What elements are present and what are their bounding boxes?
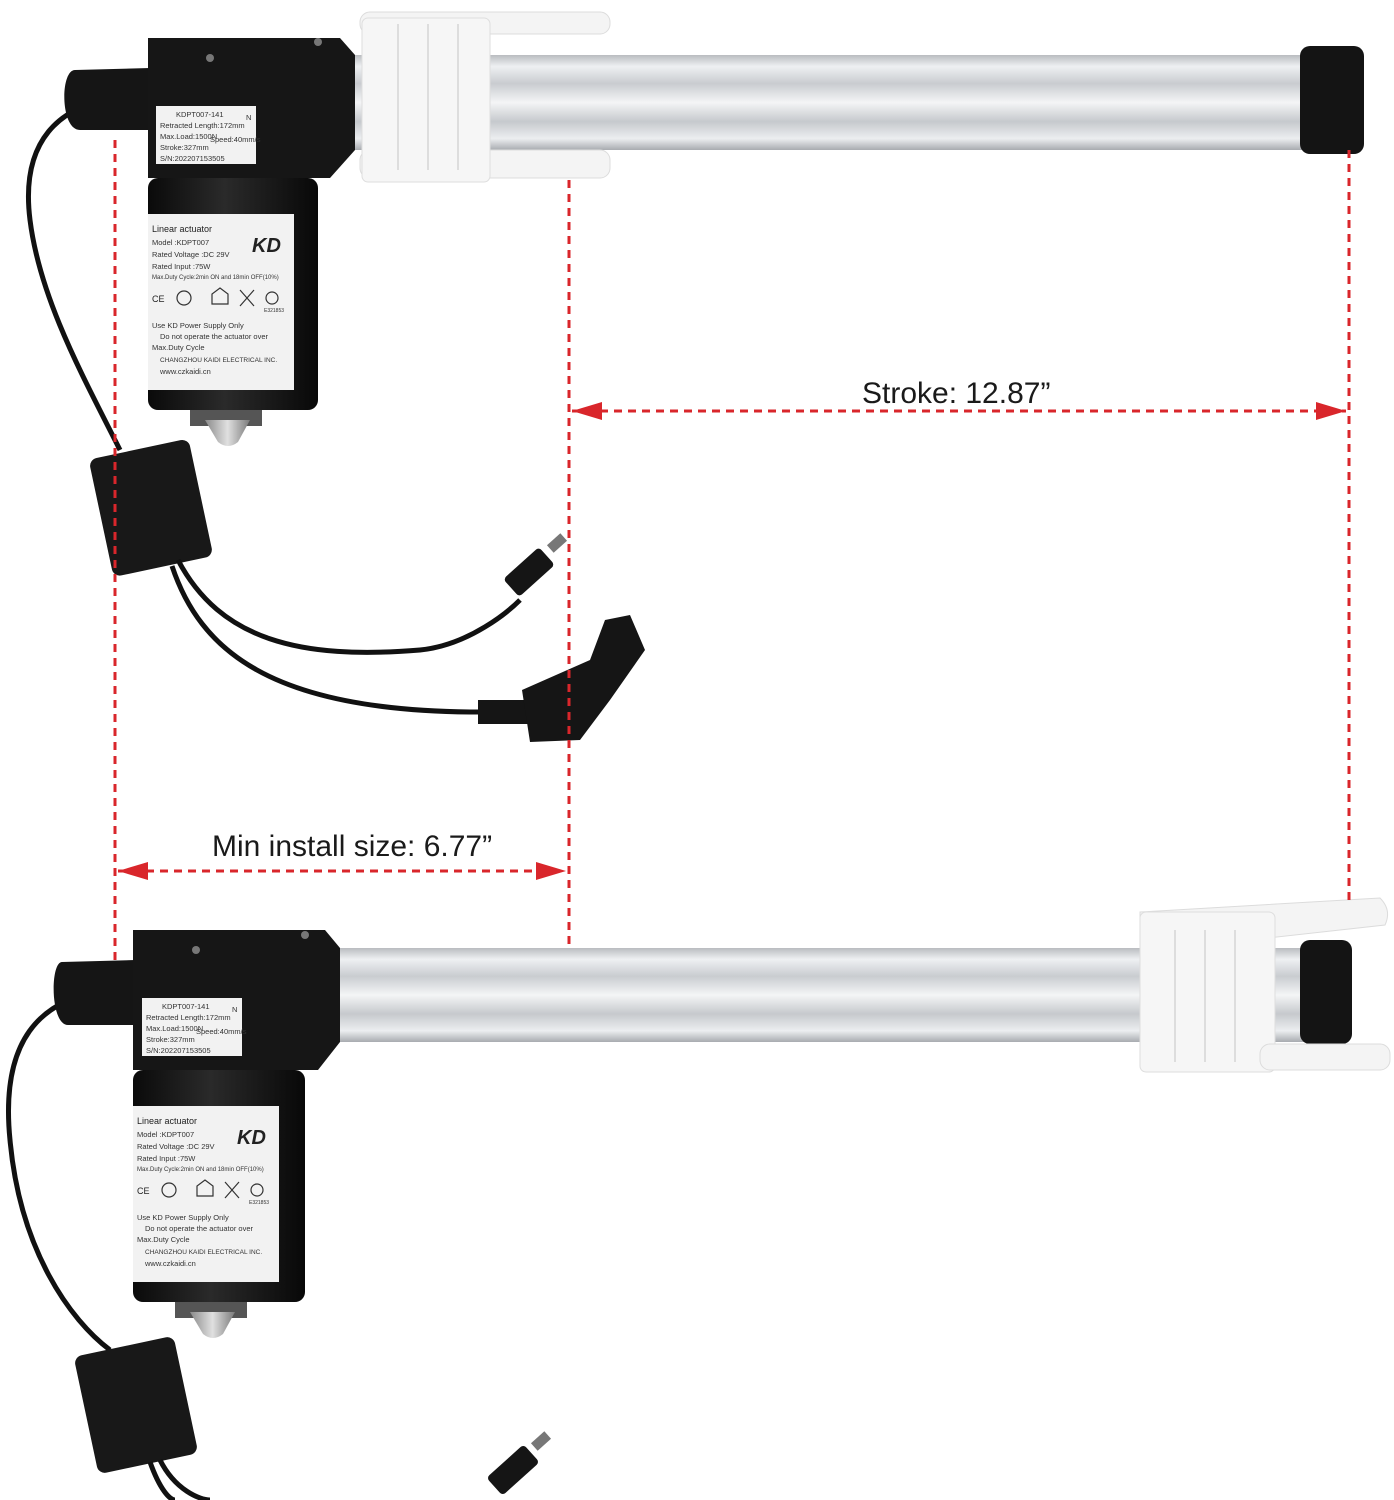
- motor-voltage-b: Rated Voltage :DC 29V: [137, 1142, 215, 1151]
- motor-title: Linear actuator: [152, 224, 212, 234]
- motor-model-b: Model :KDPT007: [137, 1130, 194, 1139]
- label-line1-mark: N: [246, 113, 251, 122]
- cable-branch-b-top: [169, 565, 520, 715]
- motor-model: Model :KDPT007: [152, 238, 209, 247]
- label-line1-b: KDPT007-141: [162, 1002, 210, 1011]
- cable-bottom: [6, 987, 112, 1352]
- motor-duty-b: Max.Duty Cycle:2min ON and 18min OFF(10%…: [137, 1167, 264, 1173]
- actuator-bottom: KDPT007-141 N Retracted Length:172mm Max…: [6, 897, 1391, 1500]
- motor-web: www.czkaidi.cn: [159, 367, 211, 376]
- label-line5: S/N:202207153505: [160, 154, 225, 163]
- motor-input-b: Rated Input :75W: [137, 1154, 196, 1163]
- cert-icons-b: CE: [137, 1179, 264, 1199]
- motor-title-b: Linear actuator: [137, 1116, 197, 1126]
- spec-label-bottom: [142, 998, 242, 1056]
- stroke-label: Stroke: 12.87”: [862, 377, 1050, 410]
- plug-large-top: [522, 615, 645, 742]
- svg-text:CE: CE: [137, 1186, 150, 1196]
- arrow-stroke-left: [572, 402, 602, 420]
- label-line1-mark-b: N: [232, 1005, 237, 1014]
- front-bracket-top: [359, 11, 611, 183]
- motor-maker: CHANGZHOU KAIDI ELECTRICAL INC.: [160, 357, 277, 364]
- label-line4-b: Stroke:327mm: [146, 1035, 195, 1044]
- dimension-lines: [113, 140, 1351, 960]
- spec-label-top: [156, 106, 256, 164]
- label-line1: KDPT007-141: [176, 110, 224, 119]
- kd-logo-b: KD: [237, 1127, 266, 1149]
- cert-icons: CE: [152, 287, 279, 307]
- label-line3a-b: Max.Load:1500N: [146, 1024, 203, 1033]
- end-bracket-bottom: [1139, 897, 1391, 1073]
- end-cap-bottom: [1300, 940, 1352, 1044]
- end-cap-top: [1300, 46, 1364, 154]
- label-line3b: Speed:40mm/s: [210, 135, 261, 144]
- actuator-top: KDPT007-141 N Retracted Length:172mm Max…: [26, 11, 1364, 742]
- plug-small-top: [504, 548, 554, 596]
- motor-warn2-b: Do not operate the actuator over: [145, 1224, 253, 1233]
- plug-small-bottom: [488, 1446, 538, 1494]
- label-line2-b: Retracted Length:172mm: [146, 1013, 231, 1022]
- motor-warn2: Do not operate the actuator over: [160, 332, 268, 341]
- svg-text:CE: CE: [152, 294, 165, 304]
- motor-cert: E321853: [264, 308, 284, 314]
- arrow-stroke-right: [1316, 402, 1346, 420]
- label-line5-b: S/N:202207153505: [146, 1046, 211, 1055]
- motor-web-b: www.czkaidi.cn: [144, 1259, 196, 1268]
- motor-tip-bottom: [190, 1312, 235, 1338]
- rail-bottom: [320, 948, 1340, 1042]
- motor-input: Rated Input :75W: [152, 262, 211, 271]
- motor-warn3: Max.Duty Cycle: [152, 343, 205, 352]
- label-line4: Stroke:327mm: [160, 143, 209, 152]
- motor-duty: Max.Duty Cycle:2min ON and 18min OFF(10%…: [152, 275, 279, 281]
- label-line2: Retracted Length:172mm: [160, 121, 245, 130]
- motor-warn3-b: Max.Duty Cycle: [137, 1235, 190, 1244]
- mount-tab-bottom: [53, 960, 136, 1025]
- kd-logo: KD: [252, 235, 281, 257]
- splitter-top: [90, 439, 212, 576]
- cable-top: [26, 95, 123, 452]
- arrow-min-left: [118, 862, 148, 880]
- splitter-bottom: [75, 1337, 197, 1473]
- label-line3b-b: Speed:40mm/s: [196, 1027, 247, 1036]
- motor-voltage: Rated Voltage :DC 29V: [152, 250, 230, 259]
- mount-tab-top: [64, 68, 150, 130]
- motor-label-top: [148, 214, 294, 390]
- motor-label-bottom: [133, 1106, 279, 1282]
- arrow-min-right: [536, 862, 566, 880]
- motor-cert-b: E321853: [249, 1200, 269, 1206]
- motor-tip-top: [205, 420, 250, 446]
- cable-branch-a-top: [175, 558, 522, 655]
- motor-maker-b: CHANGZHOU KAIDI ELECTRICAL INC.: [145, 1249, 262, 1256]
- motor-warn1-b: Use KD Power Supply Only: [137, 1213, 229, 1222]
- label-line3a: Max.Load:1500N: [160, 132, 217, 141]
- dimension-arrows: [118, 402, 1346, 880]
- rail-top: [330, 55, 1340, 150]
- min-install-label: Min install size: 6.77”: [212, 830, 492, 863]
- motor-warn1: Use KD Power Supply Only: [152, 321, 244, 330]
